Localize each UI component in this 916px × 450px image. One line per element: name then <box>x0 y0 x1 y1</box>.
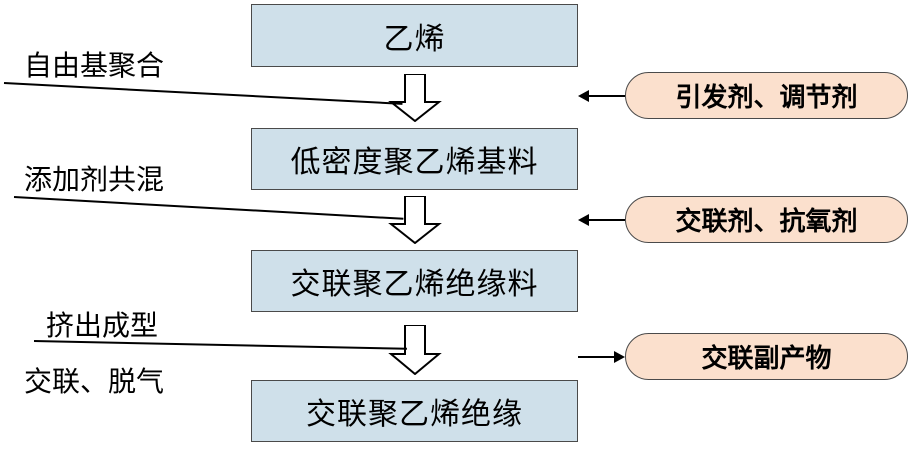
stage-label-crosslink-degas: 交联、脱气 <box>24 366 165 397</box>
process-box-xlpe-compound: 交联聚乙烯绝缘料 <box>251 250 578 312</box>
flow-arrow-down-3 <box>386 324 444 376</box>
output-arrow-crosslink-byproducts <box>578 347 625 367</box>
stage-rule-1 <box>3 82 403 105</box>
input-arrow-initiator-regulator <box>578 86 625 106</box>
stage-label-additive-blending: 添加剂共混 <box>24 164 165 195</box>
process-box-ldpe-base: 低密度聚乙烯基料 <box>251 128 578 190</box>
process-box-ethylene: 乙烯 <box>251 4 578 67</box>
side-item-initiator-regulator: 引发剂、调节剂 <box>625 72 908 119</box>
stage-label-extrusion-molding: 挤出成型 <box>46 310 159 341</box>
process-box-xlpe-insulation: 交联聚乙烯绝缘 <box>251 380 578 442</box>
stage-rule-3 <box>33 340 407 350</box>
stage-rule-2 <box>13 196 404 220</box>
flow-arrow-down-1 <box>386 73 444 123</box>
flow-arrow-down-2 <box>386 195 444 245</box>
side-item-crosslink-byproducts: 交联副产物 <box>625 333 908 380</box>
side-item-crosslinker-antioxidant: 交联剂、抗氧剂 <box>625 196 908 243</box>
input-arrow-crosslinker-antioxidant <box>578 210 625 230</box>
stage-label-free-radical-polymerization: 自由基聚合 <box>24 50 165 81</box>
